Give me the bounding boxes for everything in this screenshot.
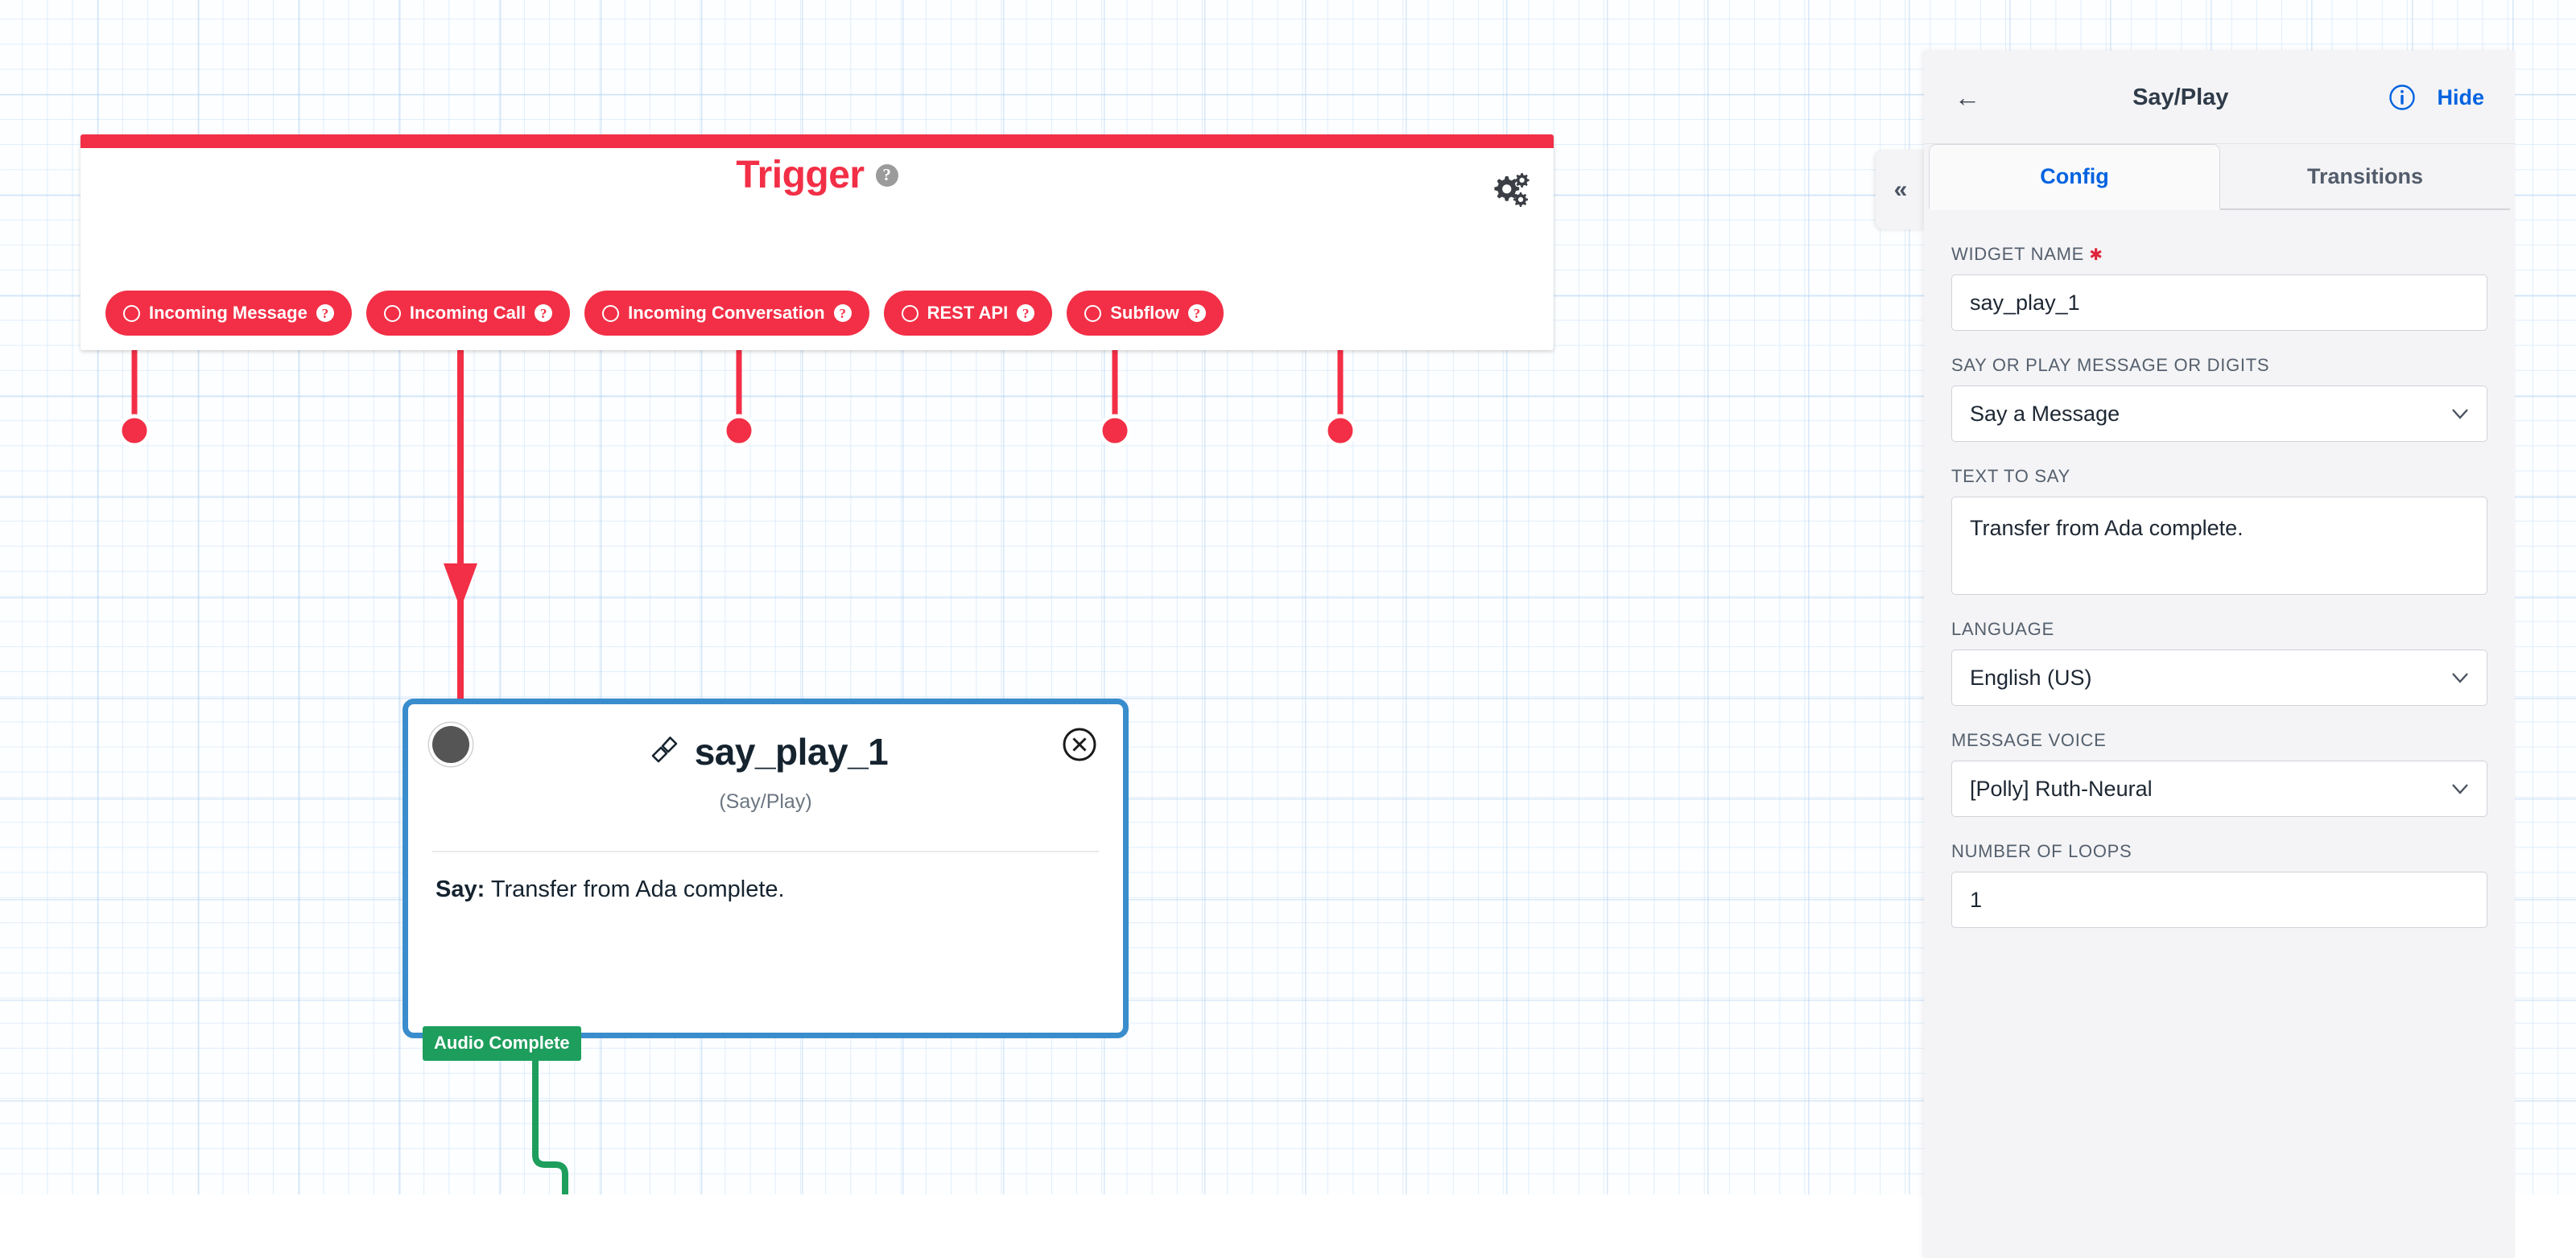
endpoint-incoming-conversation[interactable]: [724, 416, 753, 445]
node-title: say_play_1: [695, 730, 889, 773]
panel-header: ← Say/Play Hide: [1924, 51, 2515, 144]
chevron-down-icon: [2450, 778, 2471, 799]
help-icon[interactable]: ?: [1017, 304, 1034, 322]
port-icon[interactable]: [384, 305, 401, 322]
port-icon[interactable]: [1084, 305, 1101, 322]
help-icon[interactable]: ?: [316, 304, 334, 322]
help-icon[interactable]: ?: [876, 164, 898, 187]
pill-label: Incoming Conversation: [628, 303, 824, 324]
trigger-pill-subflow[interactable]: Subflow ?: [1067, 291, 1224, 336]
field-widget-name: WIDGET NAME ✱ say_play_1: [1951, 244, 2487, 331]
textarea-value: Transfer from Ada complete.: [1970, 514, 2244, 542]
trigger-title-row: Trigger ?: [80, 153, 1554, 197]
help-icon[interactable]: ?: [535, 304, 552, 322]
widget-node-say-play-1[interactable]: say_play_1 (Say/Play) Say: Transfer from…: [402, 699, 1129, 1038]
trigger-title: Trigger: [736, 153, 864, 197]
field-label: SAY OR PLAY MESSAGE OR DIGITS: [1951, 355, 2487, 376]
text-to-say-textarea[interactable]: Transfer from Ada complete.: [1951, 497, 2487, 595]
node-type-label: (Say/Play): [408, 790, 1123, 814]
endpoint-subflow[interactable]: [1326, 416, 1355, 445]
help-icon[interactable]: ?: [834, 304, 852, 322]
node-divider: [432, 851, 1099, 852]
transition-chip-audio-complete[interactable]: Audio Complete: [423, 1026, 581, 1061]
gears-icon[interactable]: [1489, 170, 1531, 212]
port-icon[interactable]: [123, 305, 140, 322]
endpoint-incoming-message[interactable]: [120, 416, 149, 445]
widget-config-panel: ← Say/Play Hide Config Transitions WIDGE…: [1924, 51, 2515, 1258]
field-number-of-loops: NUMBER OF LOOPS 1: [1951, 841, 2487, 928]
panel-title: Say/Play: [1972, 85, 2388, 111]
node-title-row: say_play_1: [408, 730, 1123, 773]
field-label: NUMBER OF LOOPS: [1951, 841, 2487, 862]
message-voice-select[interactable]: [Polly] Ruth-Neural: [1951, 761, 2487, 817]
pill-label: Subflow: [1110, 303, 1179, 324]
field-label: LANGUAGE: [1951, 619, 2487, 640]
tab-transitions[interactable]: Transitions: [2220, 144, 2510, 210]
field-language: LANGUAGE English (US): [1951, 619, 2487, 706]
widget-name-input[interactable]: say_play_1: [1951, 274, 2487, 331]
language-select[interactable]: English (US): [1951, 650, 2487, 706]
wire-arrow-incoming-call: [444, 563, 477, 609]
pill-label: Incoming Message: [149, 303, 308, 324]
panel-tabs: Config Transitions: [1929, 144, 2510, 210]
wire-audio-complete: [535, 1058, 565, 1194]
port-icon[interactable]: [602, 305, 619, 322]
phone-handset-icon: [643, 732, 682, 771]
input-value: 1: [1970, 888, 1982, 913]
field-label: TEXT TO SAY: [1951, 466, 2487, 487]
trigger-pill-incoming-call[interactable]: Incoming Call ?: [366, 291, 570, 336]
node-body-label: Say:: [436, 876, 485, 902]
field-label: WIDGET NAME ✱: [1951, 244, 2487, 265]
number-of-loops-input[interactable]: 1: [1951, 872, 2487, 928]
select-value: Say a Message: [1970, 402, 2120, 427]
tab-config[interactable]: Config: [1929, 144, 2220, 210]
field-message-voice: MESSAGE VOICE [Polly] Ruth-Neural: [1951, 730, 2487, 817]
field-say-or-play: SAY OR PLAY MESSAGE OR DIGITS Say a Mess…: [1951, 355, 2487, 442]
trigger-pill-incoming-conversation[interactable]: Incoming Conversation ?: [584, 291, 869, 336]
trigger-pill-incoming-message[interactable]: Incoming Message ?: [105, 291, 352, 336]
trigger-card[interactable]: Trigger ? Incoming Message ? Incoming Ca…: [80, 134, 1554, 350]
chevron-down-icon: [2450, 667, 2471, 688]
trigger-accent-bar: [80, 134, 1554, 148]
say-or-play-select[interactable]: Say a Message: [1951, 386, 2487, 442]
chevron-down-icon: [2450, 403, 2471, 424]
hide-panel-button[interactable]: Hide: [2437, 85, 2484, 110]
port-icon[interactable]: [902, 305, 919, 322]
pill-label: Incoming Call: [410, 303, 526, 324]
select-value: [Polly] Ruth-Neural: [1970, 777, 2153, 802]
info-circle-icon[interactable]: [2388, 84, 2416, 111]
node-header: say_play_1 (Say/Play): [408, 704, 1123, 851]
close-circle-icon[interactable]: [1060, 725, 1099, 764]
field-label-text: WIDGET NAME: [1951, 244, 2084, 264]
input-value: say_play_1: [1970, 291, 2080, 316]
node-body-text: Transfer from Ada complete.: [491, 876, 785, 902]
select-value: English (US): [1970, 666, 2092, 691]
field-label: MESSAGE VOICE: [1951, 730, 2487, 751]
endpoint-rest-api[interactable]: [1100, 416, 1129, 445]
field-text-to-say: TEXT TO SAY Transfer from Ada complete.: [1951, 466, 2487, 595]
required-asterisk: ✱: [2084, 246, 2103, 264]
node-body: Say: Transfer from Ada complete.: [436, 875, 1096, 905]
config-form: WIDGET NAME ✱ say_play_1 SAY OR PLAY MES…: [1924, 210, 2515, 928]
trigger-pill-row: Incoming Message ? Incoming Call ? Incom…: [105, 291, 1224, 336]
panel-collapse-button[interactable]: «: [1876, 150, 1926, 229]
pill-label: REST API: [927, 303, 1009, 324]
help-icon[interactable]: ?: [1188, 304, 1206, 322]
trigger-pill-rest-api[interactable]: REST API ?: [884, 291, 1053, 336]
